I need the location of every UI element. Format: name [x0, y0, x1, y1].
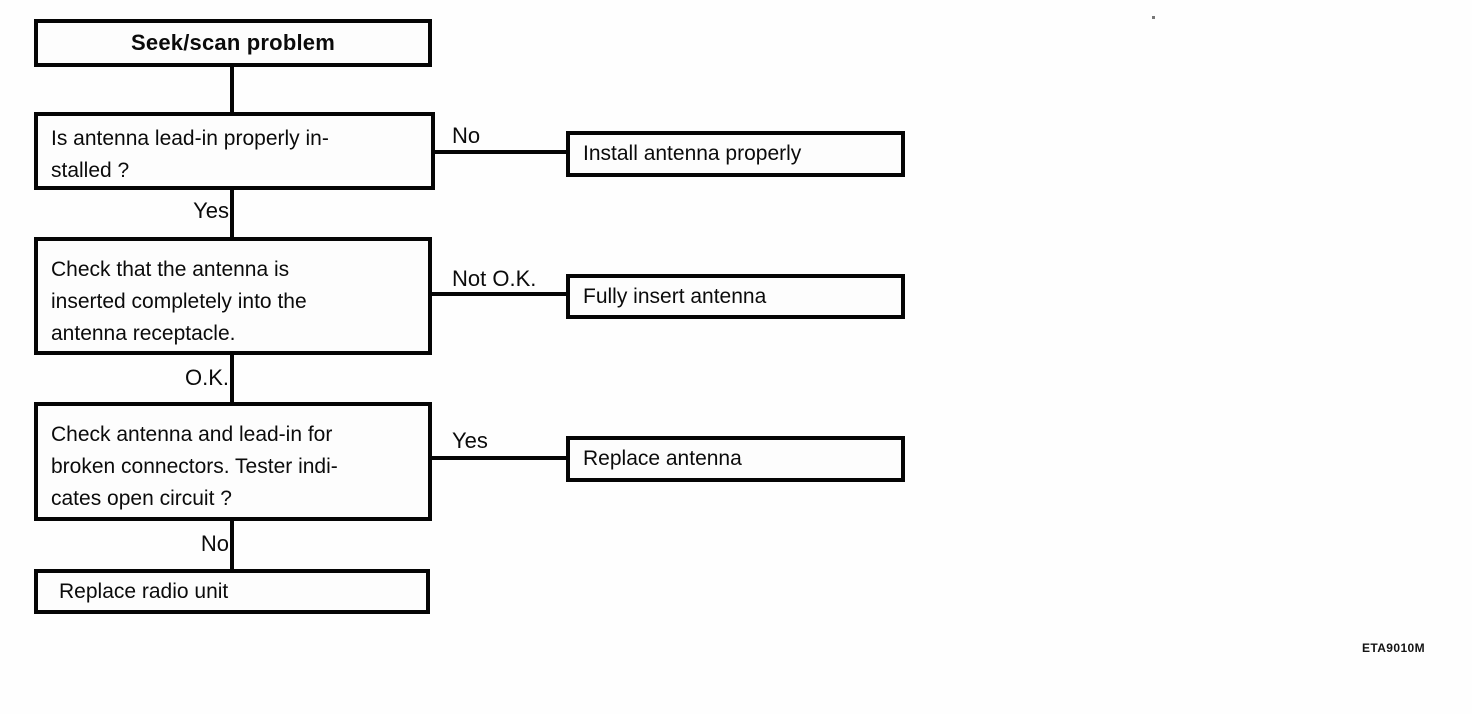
question-line: Check that the antenna is: [51, 258, 290, 281]
question-broken-connectors-node: Check antenna and lead-in for broken con…: [34, 402, 432, 521]
continue-label-no: No: [200, 531, 229, 556]
end-replace-radio-unit-node: Replace radio unit: [34, 569, 430, 614]
start-node: Seek/scan problem: [34, 19, 432, 67]
continue-label-ok: O.K.: [184, 365, 229, 390]
figure-code-label: ETA9010M: [1362, 641, 1426, 655]
question-line: cates open circuit ?: [51, 487, 232, 510]
question-line: inserted completely into the: [51, 290, 307, 313]
connector-q2-to-action2: [432, 292, 567, 296]
question-line: stalled ?: [51, 159, 130, 182]
question-line: Is antenna lead-in properly in-: [51, 127, 329, 150]
connector-q3-to-end: [230, 521, 234, 569]
action-fully-insert-antenna-node: Fully insert antenna: [566, 274, 905, 319]
question-line: Check antenna and lead-in for: [51, 423, 333, 446]
branch-label-yes: Yes: [452, 428, 488, 453]
question-antenna-lead-in-node: Is antenna lead-in properly in- stalled …: [34, 112, 435, 190]
branch-label-not-ok: Not O.K.: [452, 266, 537, 291]
connector-q2-to-q3: [230, 355, 234, 402]
branch-label-no: No: [452, 123, 481, 148]
connector-q3-to-action3: [432, 456, 567, 460]
question-line: broken connectors. Tester indi-: [51, 455, 338, 478]
connector-q1-to-q2: [230, 190, 234, 238]
connector-q1-to-action1: [435, 150, 566, 154]
connector-start-to-q1: [230, 66, 234, 113]
scan-artifact-dot: [1152, 16, 1155, 19]
continue-label-yes: Yes: [193, 198, 229, 223]
question-antenna-inserted-node: Check that the antenna is inserted compl…: [34, 237, 432, 355]
question-line: antenna receptacle.: [51, 322, 236, 345]
action-install-antenna-node: Install antenna properly: [566, 131, 905, 177]
action-replace-antenna-node: Replace antenna: [566, 436, 905, 482]
